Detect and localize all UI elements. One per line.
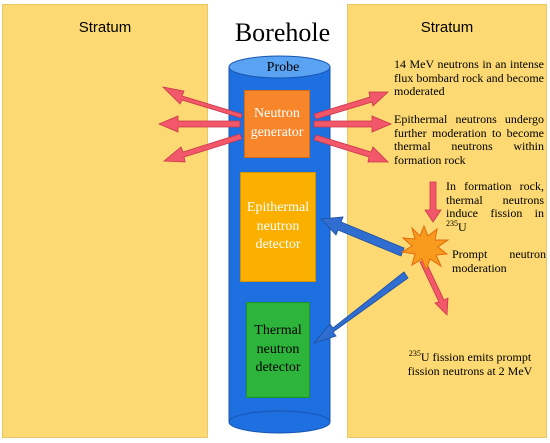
probe-label: Probe (266, 60, 300, 75)
arrow-return-thermal (312, 271, 409, 344)
arrow-out-right-middle (313, 115, 393, 133)
stratum-left: Stratum (2, 4, 208, 438)
arrow-out-right-lower (313, 134, 389, 163)
thermal-detector-label: Thermal neutron detector (254, 322, 302, 376)
arrow-out-left-middle (157, 115, 241, 133)
neutron-generator-box: Neutron generator (244, 90, 310, 158)
stratum-right: Stratum (347, 4, 547, 438)
outgoing-arrows (157, 86, 449, 316)
arrow-return-epithermal (320, 216, 405, 257)
annotation-epithermal-moderation: Epithermal neutrons undergo further mode… (394, 112, 544, 167)
arrow-down-to-fission (424, 181, 442, 223)
annotation-prompt-fission-neutrons: 235U fission emits prompt fission neutro… (407, 349, 533, 378)
return-arrows (312, 216, 409, 344)
arrow-fission-down (419, 259, 449, 316)
epithermal-detector-label: Epithermal neutron detector (246, 199, 310, 253)
fission-star-icon (400, 224, 450, 272)
annotation-thermal-fission: In formation rock, thermal neutrons indu… (446, 179, 544, 234)
thermal-detector-box: Thermal neutron detector (246, 302, 310, 398)
page-title: Borehole (234, 18, 331, 47)
arrow-out-right-upper (313, 91, 390, 120)
arrow-out-left-upper (161, 86, 243, 119)
arrow-out-left-lower (162, 133, 243, 163)
annotation-neutron-bombardment: 14 MeV neutrons in an intense flux bomba… (394, 57, 544, 99)
stratum-right-label: Stratum (420, 19, 474, 36)
stratum-left-label: Stratum (78, 19, 132, 36)
annotation-prompt-moderation: Prompt neutron moderation (452, 247, 546, 275)
neutron-generator-label: Neutron generator (250, 106, 304, 140)
epithermal-detector-box: Epithermal neutron detector (240, 172, 316, 282)
